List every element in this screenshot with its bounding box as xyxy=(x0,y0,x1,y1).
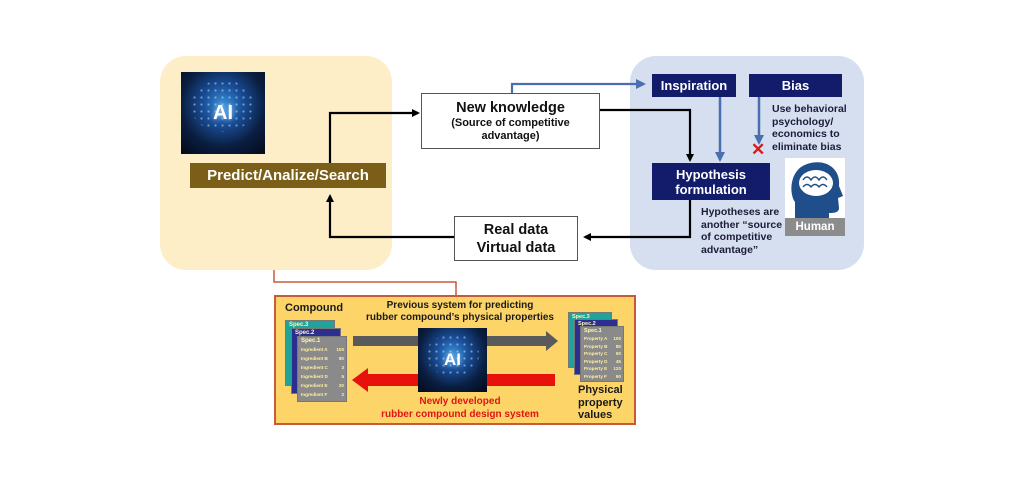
spec-title: Spec.3 xyxy=(289,322,309,328)
cross-icon: ✕ xyxy=(751,140,766,159)
previous-line-1: Previous system for predicting xyxy=(386,300,534,311)
hypothesis-label-2: formulation xyxy=(675,181,747,197)
hypothesis-note-line: Hypotheses are xyxy=(701,206,780,218)
spec-title: Spec.2 xyxy=(295,330,315,336)
new-knowledge-title: New knowledge xyxy=(456,99,565,116)
inspiration-box: Inspiration xyxy=(652,74,736,97)
inspiration-label: Inspiration xyxy=(660,78,728,93)
hypothesis-note-line: another “source xyxy=(701,218,783,231)
physical-label-line: values xyxy=(578,409,613,421)
hypothesis-note-line: advantage” xyxy=(701,243,759,256)
bias-note-line: psychology/ xyxy=(772,115,834,128)
bias-label: Bias xyxy=(781,78,810,93)
hypothesis-note: Hypotheses are another “source of compet… xyxy=(701,206,782,256)
connector-ai-to-bottom xyxy=(273,270,457,295)
physical-label-line: property xyxy=(578,396,623,409)
human-label: Human xyxy=(785,218,845,236)
new-line-1: Newly developed xyxy=(419,396,501,407)
bias-note: Use behavioral psychology/ economics to … xyxy=(772,103,847,153)
arrow-predict-to-knowledge xyxy=(328,109,420,163)
new-knowledge-box: New knowledge (Source of competitive adv… xyxy=(421,93,600,149)
ai-image-label-small: AI xyxy=(444,350,461,369)
data-box: Real data Virtual data xyxy=(454,216,578,261)
spec-title: Spec.3 xyxy=(572,314,590,320)
physical-property-label: Physical property values xyxy=(578,384,623,422)
virtual-data-label: Virtual data xyxy=(476,239,556,256)
real-data-label: Real data xyxy=(483,221,549,238)
hypothesis-note-line: of competitive xyxy=(701,231,773,243)
hypothesis-box: Hypothesis formulation xyxy=(652,163,770,200)
new-knowledge-sub2: advantage) xyxy=(481,129,540,142)
previous-system-caption: Previous system for predicting rubber co… xyxy=(340,300,580,324)
ai-image-label: AI xyxy=(213,101,233,124)
bias-note-line: eliminate bias xyxy=(772,140,842,153)
spec-title: Spec.1 xyxy=(301,338,321,344)
ai-brain-image-small: AI xyxy=(418,328,487,392)
bias-box: Bias xyxy=(749,74,842,97)
previous-line-2: rubber compound’s physical properties xyxy=(366,312,554,323)
hypothesis-label-1: Hypothesis xyxy=(675,166,747,182)
new-system-caption: Newly developed rubber compound design s… xyxy=(340,395,580,421)
arrow-knowledge-to-hypothesis xyxy=(600,108,694,162)
arrow-hypothesis-to-data xyxy=(583,200,692,241)
new-knowledge-sub1: (Source of competitive xyxy=(451,116,570,129)
spec-title: Spec.2 xyxy=(578,321,596,327)
predict-label: Predict/Analize/Search xyxy=(207,167,369,184)
spec-title: Spec.1 xyxy=(584,328,602,334)
human-head-icon: Human xyxy=(785,158,845,236)
arrow-data-to-predict xyxy=(326,194,455,239)
compound-label: Compound xyxy=(285,302,344,314)
bias-note-line: Use behavioral xyxy=(772,103,847,115)
ai-brain-image: AI xyxy=(181,72,265,154)
physical-label-line: Physical xyxy=(578,384,623,396)
predict-analyze-search-bar: Predict/Analize/Search xyxy=(190,163,386,188)
new-line-2: rubber compound design system xyxy=(381,409,539,420)
bias-note-line: economics to xyxy=(772,128,840,140)
arrow-knowledge-to-inspiration xyxy=(510,79,646,93)
